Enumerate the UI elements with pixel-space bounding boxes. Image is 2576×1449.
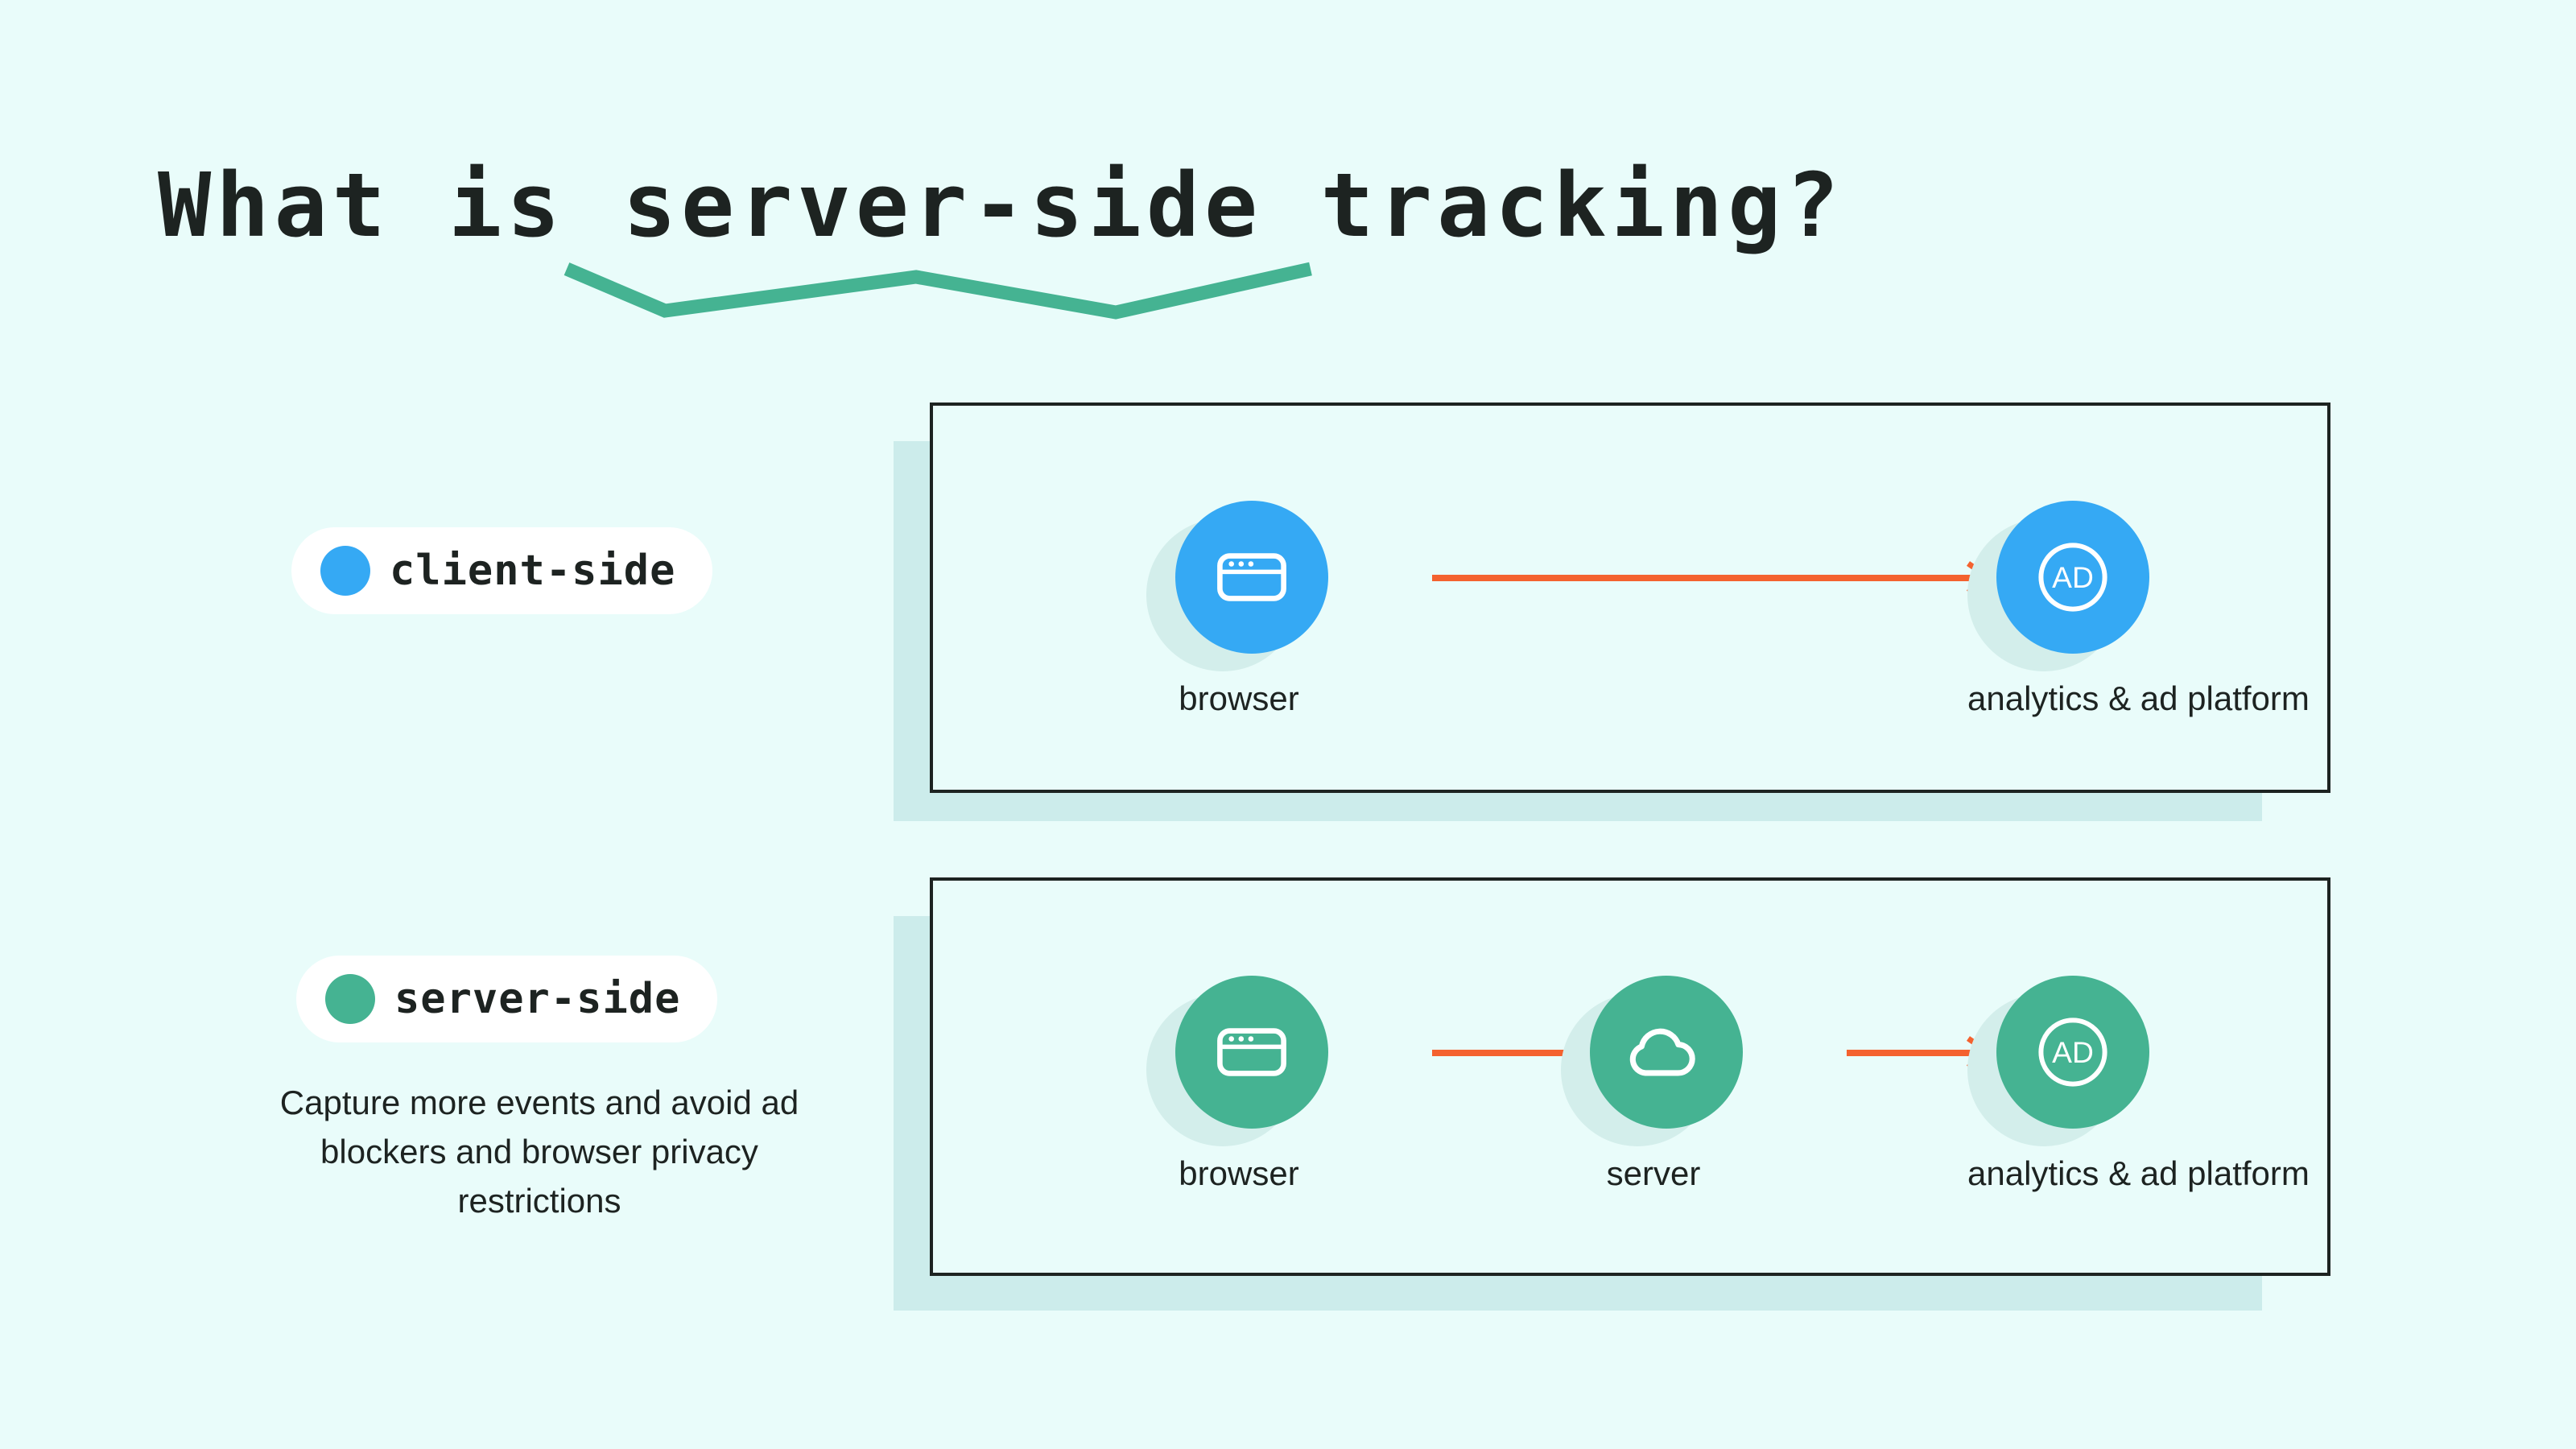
legend-pill-server-side[interactable]: server-side — [296, 956, 718, 1042]
node-badge — [1146, 976, 1331, 1146]
connector-browser-to-ad-platform — [1432, 575, 1975, 581]
ad-icon-label: AD — [2052, 1035, 2094, 1069]
title-block: What is server-side tracking? — [158, 161, 2090, 338]
node-caption: browser — [1179, 1154, 1299, 1192]
legend-label-server-side: server-side — [394, 975, 681, 1023]
node-browser[interactable]: browser — [1146, 976, 1331, 1193]
node-caption: analytics & ad platform — [1967, 1154, 2310, 1192]
node-ad-platform[interactable]: AD analytics & ad platform — [1967, 501, 2310, 718]
ad-icon-circle: AD — [1996, 501, 2149, 654]
client-side-diagram-panel: browser AD analytics & ad platform — [894, 402, 2334, 821]
legend-pill-client-side[interactable]: client-side — [291, 527, 713, 614]
node-caption: server — [1606, 1154, 1701, 1192]
ad-icon-label: AD — [2052, 560, 2094, 594]
node-caption: browser — [1179, 679, 1299, 717]
node-ad-platform[interactable]: AD analytics & ad platform — [1967, 976, 2310, 1193]
node-browser[interactable]: browser — [1146, 501, 1331, 718]
ad-circle-icon: AD — [2038, 1018, 2107, 1087]
node-badge: AD — [1967, 976, 2153, 1146]
browser-icon-circle — [1175, 976, 1328, 1129]
node-server[interactable]: server — [1561, 976, 1746, 1193]
client-side-dot-icon — [320, 546, 370, 596]
node-badge: AD — [1967, 501, 2153, 671]
title-underline-squiggle — [564, 262, 1312, 320]
browser-window-icon — [1217, 553, 1286, 601]
server-side-description: Capture more events and avoid ad blocker… — [279, 1084, 799, 1220]
panel-frame: browser AD analytics & ad platform — [930, 402, 2330, 793]
ad-circle-icon: AD — [2038, 543, 2107, 612]
ad-icon-circle: AD — [1996, 976, 2149, 1129]
cloud-icon — [1629, 1028, 1695, 1076]
server-side-diagram-panel: browser server — [894, 877, 2334, 1316]
page-title: What is server-side tracking? — [158, 154, 1844, 257]
node-badge — [1561, 976, 1746, 1146]
node-badge — [1146, 501, 1331, 671]
connector-server-to-ad-platform — [1847, 1050, 1975, 1056]
browser-window-icon — [1217, 1028, 1286, 1076]
server-side-dot-icon — [325, 974, 375, 1024]
connector-browser-to-server — [1432, 1050, 1670, 1056]
node-caption: analytics & ad platform — [1967, 679, 2310, 717]
server-icon-circle — [1590, 976, 1743, 1129]
panel-frame: browser server — [930, 877, 2330, 1276]
legend-label-client-side: client-side — [390, 547, 676, 595]
browser-icon-circle — [1175, 501, 1328, 654]
